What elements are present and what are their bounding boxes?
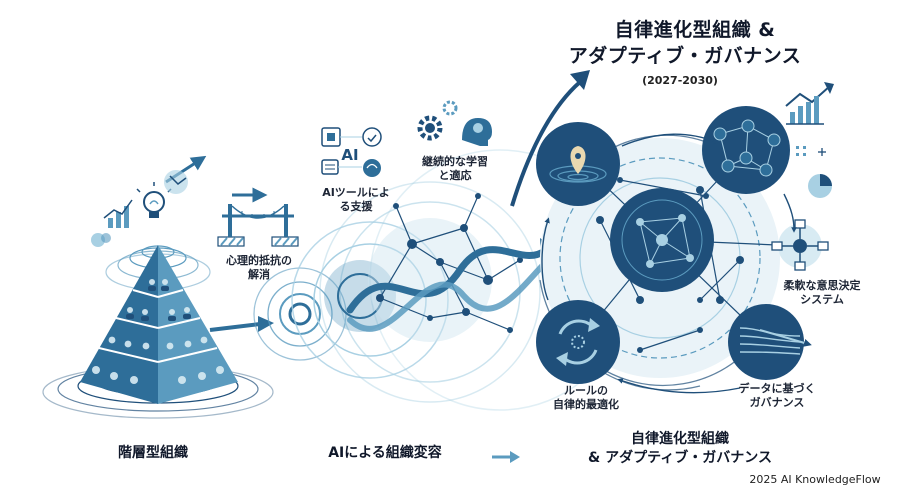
chart-icons xyxy=(785,82,834,198)
ai-tools-line1: AIツールによ xyxy=(322,186,390,199)
stage3-line2: & アダプティブ・ガバナンス xyxy=(588,450,772,466)
data-gov-label: データに基づく ガバナンス xyxy=(722,382,832,410)
stage1-label: 階層型組織 xyxy=(118,445,188,461)
flexible-line1: 柔軟な意思決定 xyxy=(783,279,861,292)
psych-line1: 心理的抵抗の xyxy=(226,254,292,267)
data-gov-line2: ガバナンス xyxy=(749,396,805,409)
learning-line2: と適応 xyxy=(438,169,472,182)
cycle-arrows xyxy=(541,133,797,394)
psych-line2: 解消 xyxy=(248,268,270,281)
ai-tools-icons xyxy=(321,127,382,177)
stage2-label: AIによる組織変容 xyxy=(328,445,442,461)
flexible-line2: システム xyxy=(800,293,844,306)
bridge-icon xyxy=(217,187,299,247)
title-line2: アダプティブ・ガバナンス xyxy=(568,45,802,67)
learning-node xyxy=(536,122,620,206)
growth-icons xyxy=(91,155,207,247)
transition-arrow-1 xyxy=(209,322,261,332)
data-governance-node xyxy=(728,304,812,380)
period-label: (2027-2030) xyxy=(642,74,718,87)
people-network-node xyxy=(702,106,790,194)
ai-badge: AI xyxy=(341,146,359,164)
title-line1: 自律進化型組織 & xyxy=(614,19,776,41)
rules-label: ルールの 自律的最適化 xyxy=(536,384,636,412)
ai-tools-line2: る支援 xyxy=(339,200,373,213)
ai-tools-label: AIツールによ る支援 xyxy=(306,186,406,214)
learning-label: 継続的な学習 と適応 xyxy=(400,155,510,183)
psych-label: 心理的抵抗の 解消 xyxy=(204,254,314,282)
upward-arrow xyxy=(510,80,582,207)
rules-line1: ルールの xyxy=(564,384,608,397)
stage3-line1: 自律進化型組織 xyxy=(631,431,729,447)
rules-optimization-node xyxy=(536,300,620,384)
decision-system-icon xyxy=(771,219,829,271)
data-gov-line1: データに基づく xyxy=(738,382,816,395)
stage3-label: 自律進化型組織 & アダプティブ・ガバナンス xyxy=(560,430,800,468)
credit-text: 2025 AI KnowledgeFlow xyxy=(749,473,881,486)
pyramid-group xyxy=(42,245,274,419)
learning-line1: 継続的な学習 xyxy=(422,155,488,168)
rules-line2: 自律的最適化 xyxy=(553,398,619,411)
flexible-label: 柔軟な意思決定 システム xyxy=(762,279,882,307)
learning-icons xyxy=(417,100,492,146)
